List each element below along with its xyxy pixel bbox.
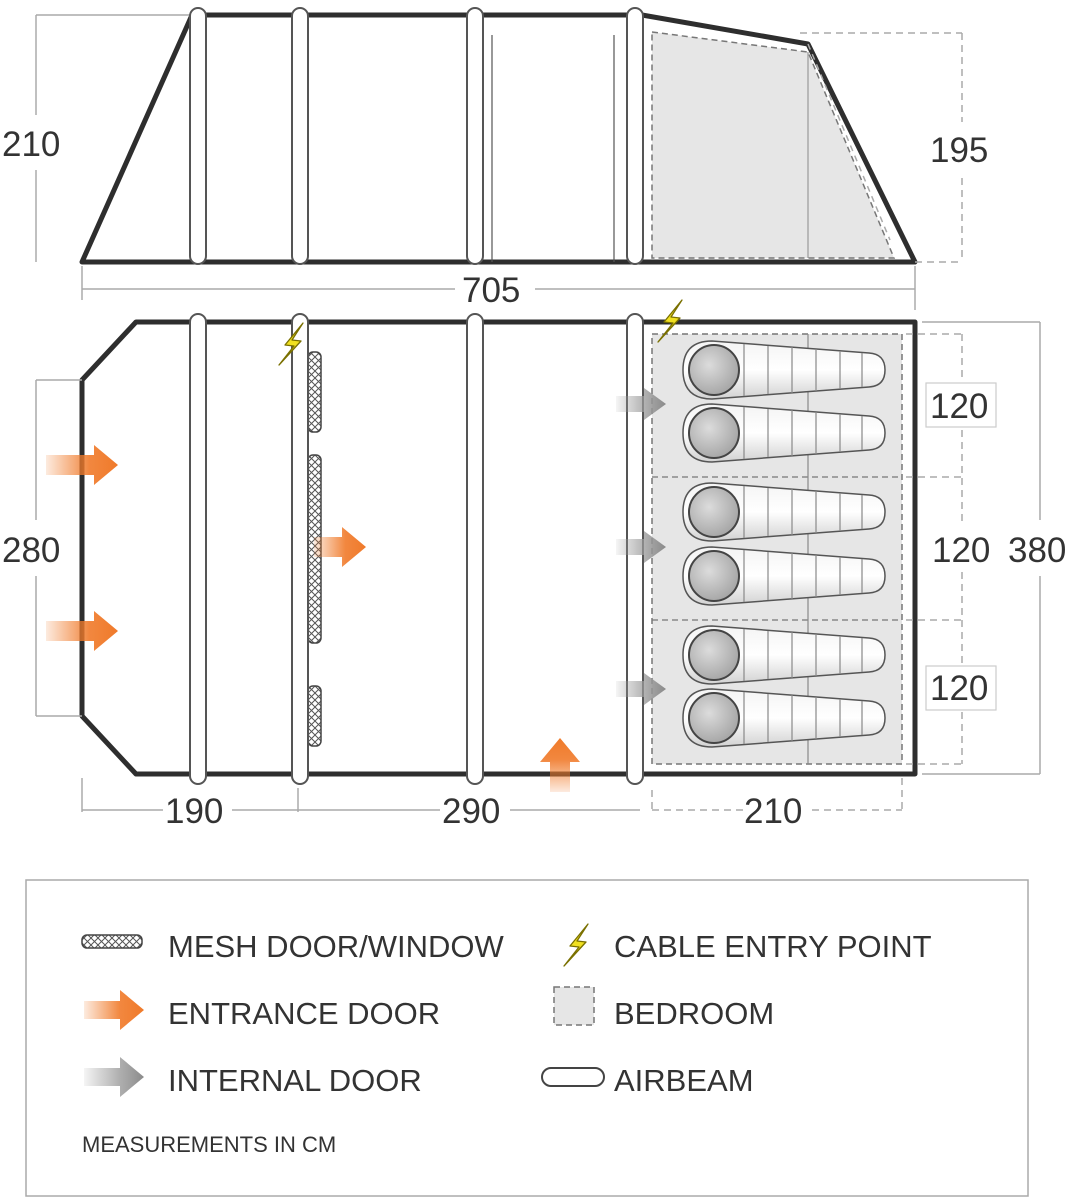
height-rear-label: 195: [930, 131, 988, 170]
height-front-dimension: [35, 14, 190, 262]
entrance-arrow-icon: [84, 990, 144, 1030]
total-width-label: 380: [1008, 531, 1066, 570]
legend-box: [25, 879, 1029, 1197]
side-outline: [79, 12, 918, 265]
bedroom-width-2-label: 120: [932, 531, 990, 570]
internal-arrow-icon: [84, 1057, 144, 1097]
height-front-label: 210: [2, 125, 60, 164]
legend-cable-item: CABLE ENTRY POINT: [563, 923, 932, 967]
section-1-label: 190: [165, 792, 223, 831]
total-length-dimension: 705: [81, 266, 916, 310]
legend-airbeam-item: AIRBEAM: [541, 1063, 754, 1098]
legend-internal-label: INTERNAL DOOR: [168, 1063, 422, 1098]
legend-mesh-label: MESH DOOR/WINDOW: [168, 929, 505, 964]
total-width-dimension: [922, 321, 1041, 775]
bedroom-icon: [553, 986, 595, 1026]
internal-door-arrows: [616, 388, 666, 705]
legend: MESH DOOR/WINDOW ENTRANCE DOOR INTERNAL …: [25, 879, 1029, 1197]
entrance-door-arrows: [46, 445, 580, 792]
legend-cable-label: CABLE ENTRY POINT: [614, 929, 932, 964]
bedroom-width-1-label: 120: [930, 387, 988, 426]
bedroom-width-3-label: 120: [930, 669, 988, 708]
total-length-label: 705: [462, 271, 520, 310]
height-rear-dimension: [800, 32, 963, 263]
legend-entrance-label: ENTRANCE DOOR: [168, 996, 440, 1031]
floor-airbeams: [189, 313, 644, 785]
section-dimensions: [81, 778, 640, 812]
side-airbeams: [189, 7, 644, 265]
width-front-dimension: [35, 379, 82, 717]
legend-bedroom-label: BEDROOM: [614, 996, 774, 1031]
section-2-label: 290: [442, 792, 500, 831]
legend-bedroom-item: BEDROOM: [553, 986, 774, 1031]
bedroom-area: [651, 333, 903, 765]
legend-mesh-item: MESH DOOR/WINDOW: [81, 929, 505, 964]
side-bedroom-area: [651, 31, 896, 259]
mesh-icon: [81, 934, 143, 949]
legend-internal-item: INTERNAL DOOR: [84, 1057, 422, 1098]
airbeam-icon: [541, 1067, 605, 1087]
bedroom-width-dimensions: [906, 333, 963, 765]
width-front-label: 280: [2, 531, 60, 570]
section-3-label: 210: [744, 792, 802, 831]
floor-plan: 280 380 120 120 120: [2, 299, 1066, 831]
measurements-note: MEASUREMENTS IN CM: [82, 1132, 336, 1157]
side-view: 210 195: [2, 7, 988, 265]
legend-airbeam-label: AIRBEAM: [614, 1063, 754, 1098]
legend-entrance-item: ENTRANCE DOOR: [84, 990, 440, 1031]
